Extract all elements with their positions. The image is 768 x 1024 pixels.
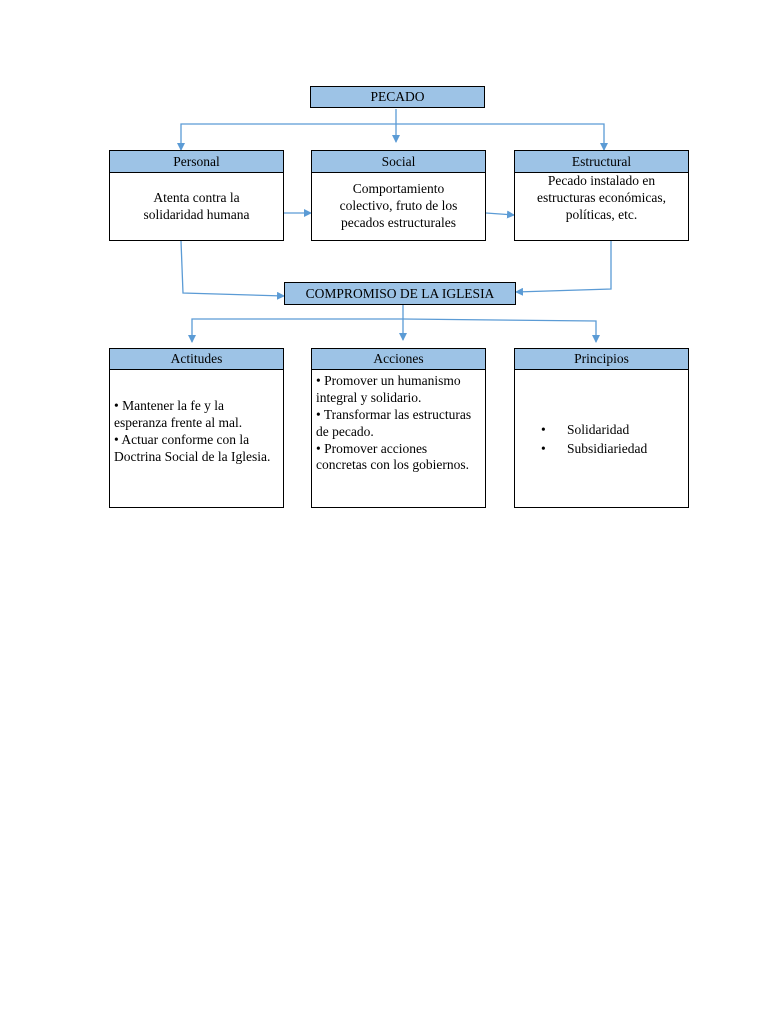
pecado-box: PECADO <box>310 86 485 108</box>
estructural-header-label: Estructural <box>571 153 632 169</box>
estructural-body: Pecado instalado en estructuras económic… <box>514 172 689 241</box>
actitudes-item: • Mantener la fe y la esperanza frente a… <box>114 398 243 430</box>
actitudes-item: • Actuar conforme con la Doctrina Social… <box>114 431 271 464</box>
pecado-label: PECADO <box>370 89 425 105</box>
acciones-list: • Promover un humanismo integral y solid… <box>316 373 481 474</box>
acciones-item: • Promover acciones concretas con los go… <box>316 440 469 473</box>
actitudes-body: • Mantener la fe y la esperanza frente a… <box>109 369 284 508</box>
actitudes-list: • Mantener la fe y la esperanza frente a… <box>114 398 279 466</box>
actitudes-header-label: Actitudes <box>170 351 223 367</box>
personal-text: Atenta contra la solidaridad humana <box>143 189 250 222</box>
compromiso-box: COMPROMISO DE LA IGLESIA <box>284 282 516 305</box>
personal-header-label: Personal <box>173 153 220 169</box>
social-header-label: Social <box>381 153 416 169</box>
social-header: Social <box>311 150 486 173</box>
social-text: Comportamiento colectivo, fruto de los p… <box>339 181 458 230</box>
arrow-compromiso-to-actitudes <box>188 318 403 343</box>
principios-item: Solidaridad <box>541 422 684 439</box>
principios-item: Subsidiariedad <box>541 441 684 458</box>
principios-header-label: Principios <box>574 351 629 367</box>
acciones-item: • Promover un humanismo integral y solid… <box>316 373 461 405</box>
personal-body: Atenta contra la solidaridad humana <box>109 172 284 241</box>
acciones-body: • Promover un humanismo integral y solid… <box>311 369 486 508</box>
arrow-pecado-to-personal <box>177 123 396 151</box>
arrow-personal-to-compromiso <box>180 240 285 300</box>
principios-header: Principios <box>514 348 689 370</box>
principios-list: Solidaridad Subsidiariedad <box>541 422 684 458</box>
compromiso-label: COMPROMISO DE LA IGLESIA <box>305 285 495 301</box>
acciones-header-label: Acciones <box>373 351 424 367</box>
actitudes-header: Actitudes <box>109 348 284 370</box>
arrow-pecado-to-estructural <box>396 123 608 151</box>
arrow-compromiso-to-principios <box>402 318 600 343</box>
estructural-header: Estructural <box>514 150 689 173</box>
personal-header: Personal <box>109 150 284 173</box>
acciones-header: Acciones <box>311 348 486 370</box>
arrow-estructural-to-compromiso <box>515 241 612 296</box>
acciones-item: • Transformar las estructuras de pecado. <box>316 406 472 439</box>
social-body: Comportamiento colectivo, fruto de los p… <box>311 172 486 241</box>
estructural-text: Pecado instalado en estructuras económic… <box>537 173 666 222</box>
principios-body: Solidaridad Subsidiariedad <box>514 369 689 508</box>
arrow-social-to-estructural <box>485 210 515 219</box>
